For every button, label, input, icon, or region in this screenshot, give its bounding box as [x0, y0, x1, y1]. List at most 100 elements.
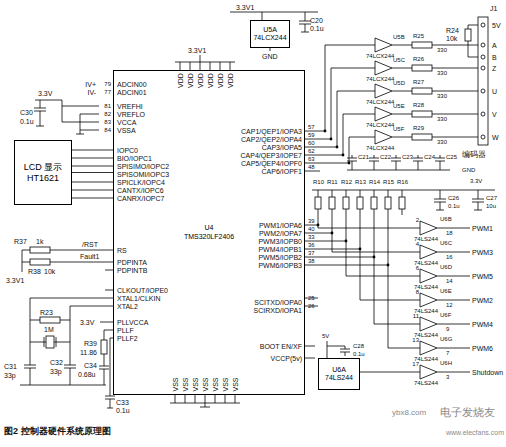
buffer-symbol: [420, 365, 437, 379]
part-number: HT1621: [27, 173, 59, 183]
signal-label: CAP5/QEP4/IOPF0: [241, 160, 302, 167]
wire: [305, 209, 420, 252]
signal-label: 10k: [446, 35, 457, 42]
buffer-symbol: [420, 341, 437, 355]
signal-label: Z: [492, 65, 496, 72]
signal-label: 74LCX244: [366, 122, 394, 128]
part-name: U4: [205, 224, 214, 232]
buffer-symbol: [420, 245, 437, 259]
part-reference: R27: [413, 79, 424, 85]
signal-label: 82: [104, 111, 111, 117]
signal-label: PDPINTB: [117, 267, 147, 274]
part-reference: R15: [383, 179, 394, 185]
signal-label: CAP4/QEP3/IOPE7: [241, 152, 302, 159]
signal-label: 18: [446, 230, 453, 236]
signal-label: VDD: [207, 73, 214, 88]
wire: [230, 62, 231, 70]
wire: [305, 209, 420, 300]
signal-label: 1k: [36, 238, 43, 245]
signal-label: VSSA: [117, 127, 136, 134]
terminal: [317, 224, 320, 227]
wire: [312, 190, 495, 210]
signal-label: 38: [308, 258, 315, 264]
part-reference: R28: [413, 102, 424, 108]
wire: [220, 62, 221, 70]
signal-label: 81: [104, 103, 111, 109]
component-symbol: [399, 197, 405, 209]
component-symbol: [465, 29, 471, 41]
signal-label: VDD: [227, 73, 234, 88]
signal-label: U5C: [393, 57, 405, 63]
signal-label: A: [492, 42, 497, 49]
terminal: [345, 240, 348, 243]
signal-label: VSS: [191, 377, 198, 391]
signal-label: VSS: [171, 377, 178, 391]
signal-label: www.elecfans.com: [446, 429, 504, 436]
wire: [72, 190, 113, 191]
wire: [391, 155, 401, 170]
component-symbol: [343, 197, 349, 209]
signal-label: 84: [104, 127, 111, 133]
signal-label: SPISOMI/IOPC3: [117, 171, 169, 178]
wire: [230, 12, 318, 51]
signal-label: VDD: [177, 73, 184, 88]
wire: [437, 252, 470, 253]
signal-label: 62: [308, 148, 315, 154]
part-reference: R39: [84, 340, 97, 347]
signal-label: 3.3V1: [188, 47, 206, 54]
wire: [190, 62, 191, 70]
part-reference: PWM5: [472, 273, 493, 280]
wire: [305, 91, 375, 147]
part-reference: R23: [40, 309, 53, 316]
signal-label: 14: [446, 278, 453, 284]
component-symbol: [478, 17, 488, 145]
signal-label: 33p: [4, 372, 16, 379]
part-reference: ADCIN01: [117, 89, 147, 96]
wire: [392, 137, 478, 138]
component-symbol: [30, 259, 50, 265]
signal-label: U6E: [440, 288, 452, 294]
signal-label: PWM2/IOPA7: [259, 230, 302, 237]
signal-label: VSS: [211, 377, 218, 391]
part-reference: J1: [490, 5, 497, 12]
buffer-symbol: [420, 317, 437, 331]
wire: [392, 45, 478, 46]
signal-label: 330: [437, 47, 447, 53]
part-reference: PWM6: [472, 345, 493, 352]
wire: [215, 395, 216, 403]
terminal: [481, 66, 485, 70]
wire: [205, 395, 206, 403]
signal-label: 3.3V1: [236, 4, 254, 11]
wire: [369, 155, 379, 170]
part-reference: ADCIN00: [117, 81, 147, 88]
component-symbol: [412, 42, 432, 48]
part-reference: PWM3: [472, 249, 493, 256]
part-reference: C27: [486, 195, 497, 201]
part-reference: R16: [397, 179, 408, 185]
part-reference: C28: [353, 343, 364, 349]
signal-label: 40: [308, 226, 315, 232]
wire: [175, 55, 235, 62]
wire: [413, 155, 423, 170]
signal-bus: [72, 172, 113, 173]
signal-label: IV+: [85, 81, 96, 88]
wire: [347, 170, 450, 171]
component-symbol: [412, 111, 432, 117]
component-symbol: [357, 197, 363, 209]
wire: [76, 114, 99, 134]
terminal: [336, 146, 339, 149]
part-reference: R11: [327, 179, 338, 185]
signal-label: 2: [416, 217, 419, 223]
wire: [305, 209, 420, 324]
wire: [72, 150, 113, 151]
part-reference: C34: [84, 362, 97, 369]
signal-label: 57: [308, 124, 315, 130]
signal-label: 3.3V: [470, 178, 482, 184]
buffer-symbol: [375, 107, 392, 121]
part-reference: R12: [341, 179, 352, 185]
signal-label: 33p: [50, 368, 62, 375]
buffer-symbol: [375, 84, 392, 98]
signal-label: 4: [416, 241, 419, 247]
signal-label: PDPINTA: [117, 259, 147, 266]
signal-label: 83: [104, 119, 111, 125]
